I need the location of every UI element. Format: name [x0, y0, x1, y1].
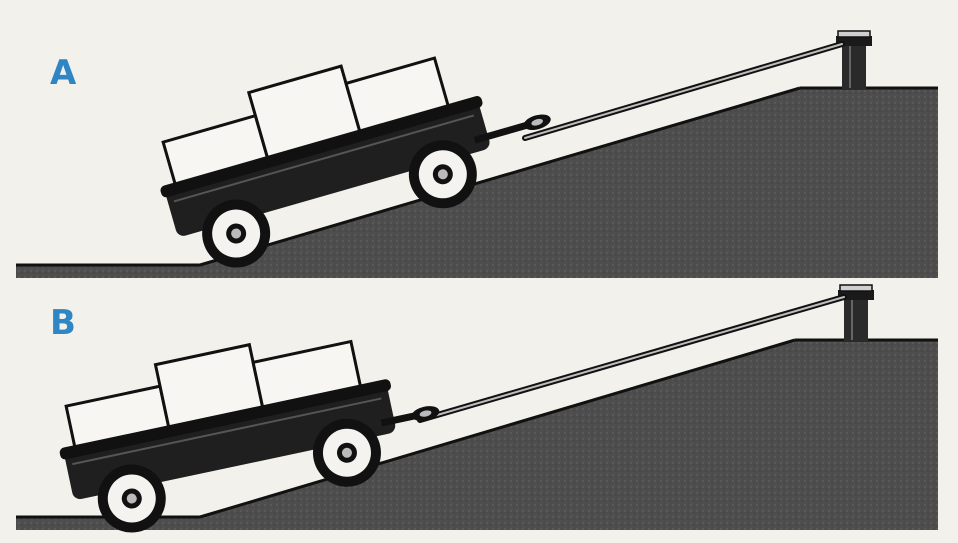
panel-label-a: A [50, 53, 77, 93]
ramp-a [16, 88, 938, 278]
ramp-surface-b [199, 338, 796, 519]
ramp-surface-a [199, 86, 801, 267]
wheel [312, 418, 381, 487]
wagon-b [59, 339, 440, 533]
wagon-a [160, 56, 551, 268]
post-b [838, 284, 874, 342]
post-a [836, 30, 872, 90]
panel-b [16, 284, 938, 533]
wheel [408, 140, 477, 209]
wheel [97, 464, 166, 533]
panel-label-b: B [50, 303, 76, 343]
wheel [202, 199, 271, 268]
panel-a [16, 30, 938, 278]
